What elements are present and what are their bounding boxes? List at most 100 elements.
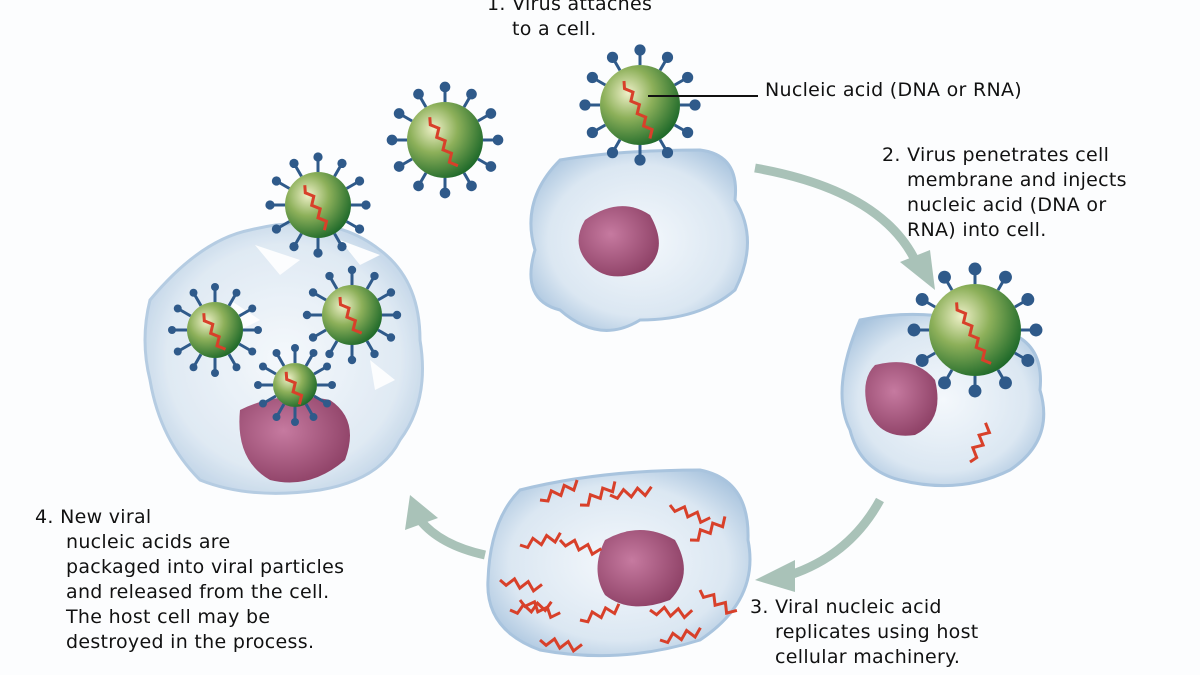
virus-spike-head [258, 362, 267, 371]
virus-spike [365, 340, 375, 353]
virus-spike-head [309, 348, 318, 357]
step3-line: 3. Viral nucleic acid [750, 596, 942, 618]
virus-spike-head [999, 270, 1012, 284]
virus-spike-head [354, 224, 365, 234]
virus-spike [264, 394, 277, 404]
replicated-nucleic-acid [519, 531, 562, 550]
arrow-head-1 [900, 250, 935, 290]
virus-spike [276, 354, 286, 367]
injected-nucleic-acid [969, 422, 992, 464]
virus-spike-head [439, 187, 451, 199]
virus-spike-head [309, 413, 318, 422]
virus-spike-head [308, 288, 318, 297]
virus-spike-head [325, 349, 334, 359]
virus-spike-head [289, 241, 299, 252]
virus-spike-head [313, 248, 323, 258]
virus-spike [227, 294, 237, 307]
step1-line: to a cell. [512, 18, 597, 40]
virus-spike-head [337, 241, 347, 252]
virus-spike-head [682, 126, 694, 139]
virus-spike-head [439, 81, 451, 93]
virus-spike [294, 232, 303, 245]
virus-spike-head [466, 88, 477, 100]
virus-spike [333, 165, 342, 178]
virus-spike [278, 220, 291, 229]
nucleus-1 [578, 206, 659, 277]
virus-spike-head [999, 376, 1012, 390]
arrow-head-3 [405, 495, 438, 530]
virus-particle [579, 44, 701, 166]
virus-spike-head [386, 134, 398, 146]
nucleus-2 [865, 362, 938, 436]
virus-spike-head [361, 200, 371, 210]
virus-spike-head [189, 363, 198, 372]
virus-spike-head [168, 326, 176, 334]
virus-capsid [322, 285, 382, 345]
replicated-nucleic-acid [558, 538, 603, 557]
virus-spike-head [272, 413, 281, 422]
virus-spike-head [915, 293, 929, 306]
virus-spike-head [968, 384, 982, 398]
virus-nucleic-acid [428, 117, 459, 168]
step2-line: 2. Virus penetrates cell [882, 144, 1110, 166]
virus-spike-head [313, 152, 323, 162]
virus-spike-head [386, 333, 396, 342]
virus-spike-head [492, 134, 504, 146]
replicated-nucleic-acid [698, 589, 738, 615]
step2-line: RNA) into cell. [907, 219, 1047, 241]
replicated-nucleic-acid [649, 605, 694, 620]
virus-spike [276, 403, 286, 416]
virus-spike-head [291, 344, 299, 352]
step4-line: destroyed in the process. [66, 631, 315, 653]
virus-spike-head [579, 99, 591, 111]
virus-particle [386, 81, 504, 199]
virus-spike-head [413, 88, 424, 100]
arrow-step1-to-2 [754, 163, 920, 263]
step2-line: nucleic acid (DNA or [907, 194, 1107, 216]
replicated-nucleic-acid [659, 626, 702, 645]
virus-spike [193, 353, 203, 366]
virus-spike-head [258, 399, 267, 408]
replicated-nucleic-acid [689, 516, 727, 542]
step2-label: 2. Virus penetrates cell membrane and in… [882, 143, 1127, 243]
virus-spike [238, 308, 251, 318]
virus-spike-head [938, 376, 951, 390]
nucleus-3 [597, 530, 684, 607]
virus-particle [302, 265, 402, 365]
step4-line: and released from the cell. [66, 581, 330, 603]
virus-spike [314, 328, 327, 338]
step4-line: 4. New viral [35, 506, 152, 528]
virus-spike-head [689, 99, 701, 111]
virus-spike-head [291, 418, 299, 426]
virus-spike [179, 342, 192, 352]
virus-spike [377, 292, 390, 302]
virus-spike-head [232, 363, 241, 372]
virus-spike-head [248, 304, 257, 313]
virus-spike [313, 394, 326, 404]
virus-spike-head [354, 176, 365, 186]
replicated-nucleic-acid [579, 603, 621, 624]
virus-spike-head [254, 326, 262, 334]
step1-line: 1. Virus attaches [487, 0, 653, 15]
virus-spike-head [392, 310, 402, 320]
cycle-arrows [405, 163, 935, 592]
virus-spike-head [413, 180, 424, 192]
virus-spike-head [938, 270, 951, 284]
virus-spike [179, 308, 192, 318]
step2-line: membrane and injects [907, 169, 1127, 191]
virus-nucleic-acid [202, 313, 227, 351]
virus-spike-head [466, 180, 477, 192]
virus-spike [329, 340, 339, 353]
virus-spike-head [634, 154, 646, 166]
virus-spike [304, 403, 314, 416]
virus-spike [345, 181, 358, 190]
arrow-step3-to-4 [416, 517, 486, 560]
replicated-nucleic-acid [609, 485, 653, 501]
replicated-nucleic-acid [499, 576, 543, 594]
nucleic-acid-label: Nucleic acid (DNA or RNA) [765, 79, 1022, 101]
arrow-head-2 [755, 560, 795, 592]
virus-spike-head [308, 333, 318, 342]
replicated-nucleic-acid [668, 504, 711, 525]
virus-particle [907, 262, 1043, 398]
